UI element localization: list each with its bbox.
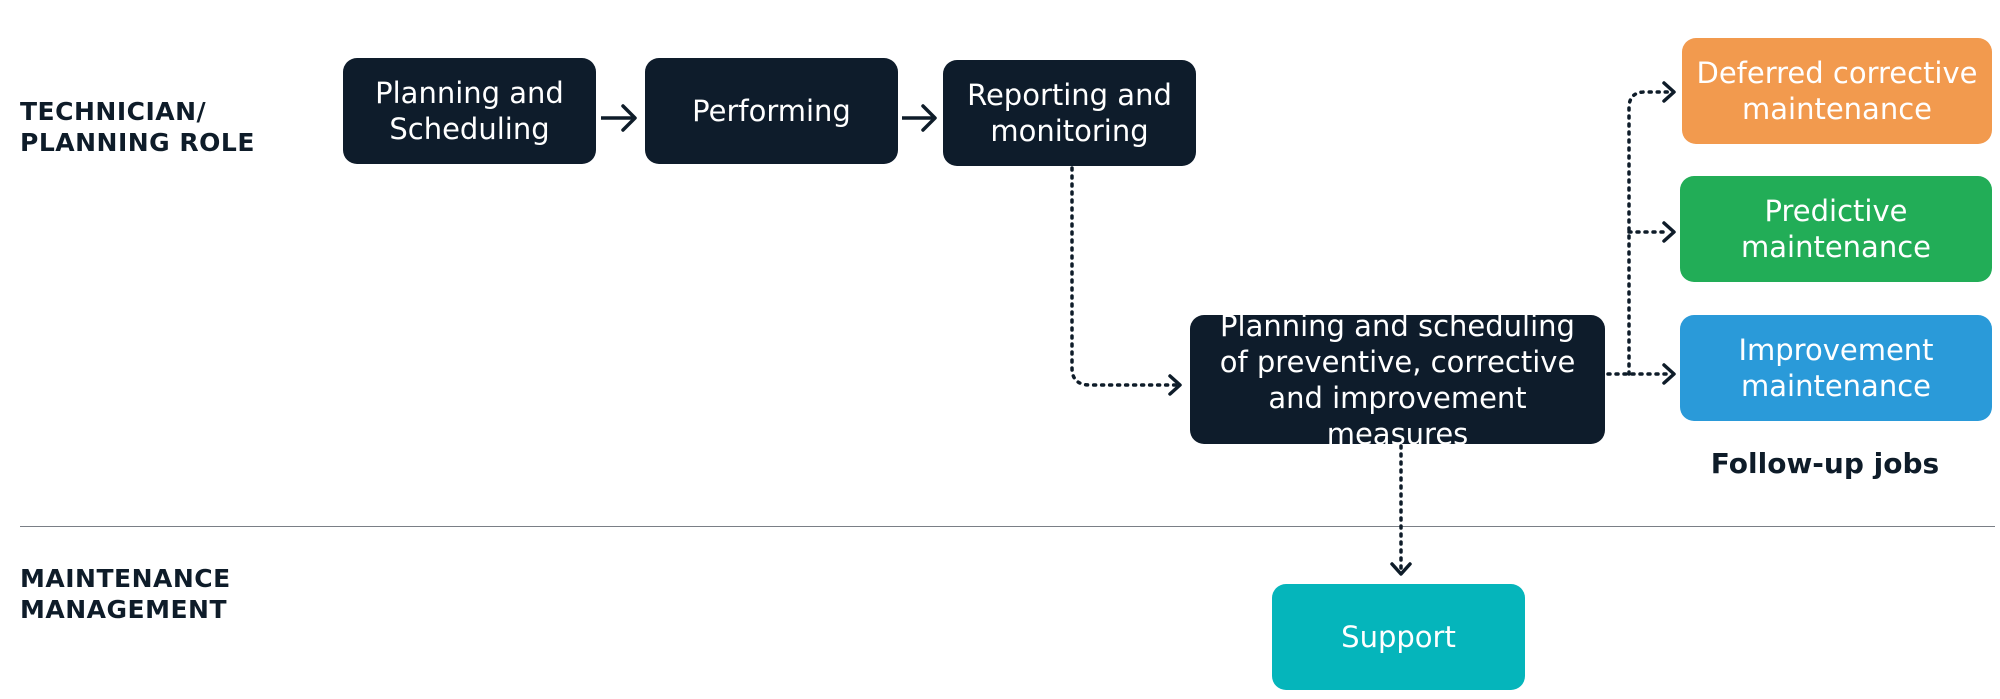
predictive-maintenance-box: Predictive maintenance bbox=[1680, 176, 1992, 282]
planning-scheduling-box: Planning and Scheduling bbox=[343, 58, 596, 164]
arrowhead bbox=[1662, 81, 1676, 103]
arrowhead bbox=[1390, 562, 1412, 576]
dotted-reporting-to-planning-measures bbox=[1070, 166, 1178, 387]
support-box: Support bbox=[1272, 584, 1525, 690]
arrowhead bbox=[621, 104, 637, 132]
lane-divider bbox=[20, 526, 1995, 527]
improvement-maintenance-box: Improvement maintenance bbox=[1680, 315, 1992, 421]
arrowhead bbox=[1662, 221, 1676, 243]
arrowhead bbox=[1662, 363, 1676, 385]
lane-label-technician: TECHNICIAN/ PLANNING ROLE bbox=[20, 97, 255, 157]
follow-up-jobs-label: Follow-up jobs bbox=[1710, 447, 1940, 480]
arrowhead bbox=[1168, 374, 1182, 396]
dotted-vertical-branch bbox=[1627, 90, 1670, 376]
lane-label-management: MAINTENANCE MANAGEMENT bbox=[20, 564, 231, 624]
arrowhead bbox=[921, 104, 937, 132]
deferred-corrective-box: Deferred corrective maintenance bbox=[1682, 38, 1992, 144]
performing-box: Performing bbox=[645, 58, 898, 164]
reporting-monitoring-box: Reporting and monitoring bbox=[943, 60, 1196, 166]
planning-measures-box: Planning and scheduling of preventive, c… bbox=[1190, 309, 1605, 451]
